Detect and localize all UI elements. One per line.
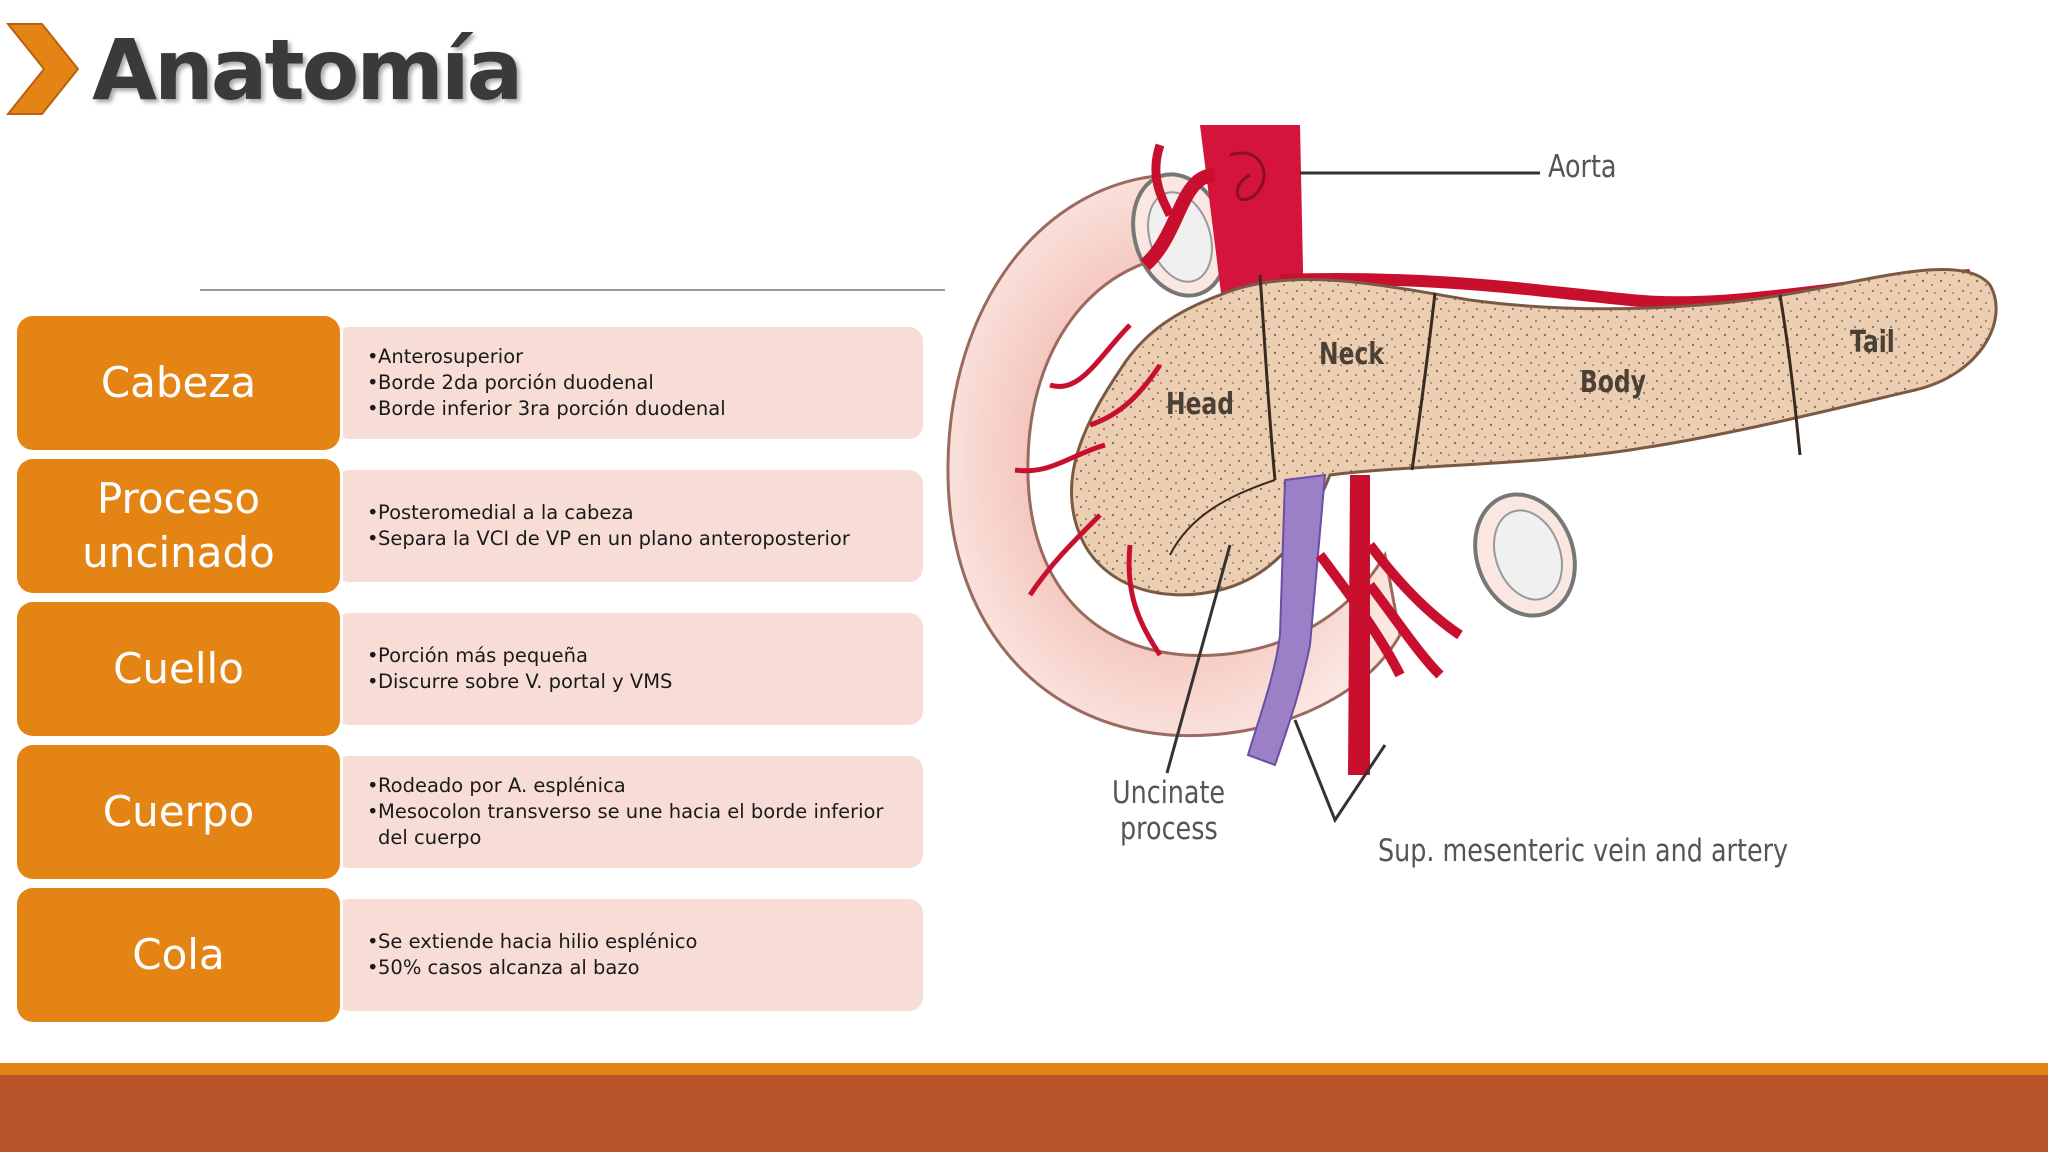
page-title: Anatomía bbox=[92, 21, 523, 119]
section-label-box: Cola bbox=[17, 888, 340, 1022]
bullet-item: Borde 2da porción duodenal bbox=[367, 370, 907, 396]
sma-smv-label: Sup. mesenteric vein and artery bbox=[1378, 833, 1789, 869]
bullet-item: Mesocolon transverso se une hacia el bor… bbox=[367, 799, 907, 851]
sup-mesenteric-vein bbox=[1246, 473, 1327, 767]
bullet-item: Borde inferior 3ra porción duodenal bbox=[367, 396, 907, 422]
section-cabeza: Anterosuperior Borde 2da porción duodena… bbox=[17, 316, 923, 450]
uncinate-leader-line bbox=[1165, 544, 1232, 774]
chevron-right-icon bbox=[5, 23, 80, 115]
neck-label: Neck bbox=[1319, 337, 1384, 372]
footer-bar bbox=[0, 1075, 2048, 1152]
bullet-item: Discurre sobre V. portal y VMS bbox=[367, 669, 907, 695]
section-label: Proceso uncinado bbox=[82, 474, 275, 577]
bullet-item: 50% casos alcanza al bazo bbox=[367, 955, 907, 981]
bullet-item: Anterosuperior bbox=[367, 344, 907, 370]
bullet-item: Posteromedial a la cabeza bbox=[367, 500, 907, 526]
section-label-box: Cuerpo bbox=[17, 745, 340, 879]
section-cola: Se extiende hacia hilio esplénico 50% ca… bbox=[17, 888, 923, 1022]
section-cuello: Porción más pequeña Discurre sobre V. po… bbox=[17, 602, 923, 736]
aorta-label: Aorta bbox=[1548, 149, 1617, 185]
section-label: Cuerpo bbox=[102, 787, 255, 836]
uncinate-label-line1: Uncinate bbox=[1112, 775, 1226, 811]
section-description: Posteromedial a la cabeza Separa la VCI … bbox=[335, 470, 923, 582]
section-description: Rodeado por A. esplénica Mesocolon trans… bbox=[335, 756, 923, 868]
section-description: Se extiende hacia hilio esplénico 50% ca… bbox=[335, 899, 923, 1011]
section-label-box: Cabeza bbox=[17, 316, 340, 450]
bullet-item: Se extiende hacia hilio esplénico bbox=[367, 929, 907, 955]
body-label: Body bbox=[1580, 365, 1646, 400]
footer-accent-bar bbox=[0, 1063, 2048, 1075]
section-description: Porción más pequeña Discurre sobre V. po… bbox=[335, 613, 923, 725]
head-label: Head bbox=[1166, 387, 1235, 422]
sma-leader-line bbox=[1293, 719, 1387, 824]
section-label-box: Cuello bbox=[17, 602, 340, 736]
tail-label: Tail bbox=[1850, 325, 1895, 360]
section-cuerpo: Rodeado por A. esplénica Mesocolon trans… bbox=[17, 745, 923, 879]
sup-mesenteric-artery bbox=[1348, 475, 1370, 775]
section-description: Anterosuperior Borde 2da porción duodena… bbox=[335, 327, 923, 439]
section-label: Cuello bbox=[113, 644, 244, 693]
pancreas-illustration: Aorta Head Neck Body Tail Uncinate proce… bbox=[930, 115, 2000, 915]
section-label: Cola bbox=[132, 930, 225, 979]
section-label-box: Proceso uncinado bbox=[17, 459, 340, 593]
section-label: Cabeza bbox=[100, 358, 257, 407]
bullet-item: Rodeado por A. esplénica bbox=[367, 773, 907, 799]
pancreas-drawing bbox=[946, 125, 1998, 824]
bullet-item: Separa la VCI de VP en un plano anteropo… bbox=[367, 526, 907, 552]
uncinate-label-line2: process bbox=[1120, 811, 1218, 847]
section-proceso-uncinado: Posteromedial a la cabeza Separa la VCI … bbox=[17, 459, 923, 593]
bullet-item: Porción más pequeña bbox=[367, 643, 907, 669]
title-divider bbox=[200, 289, 945, 291]
